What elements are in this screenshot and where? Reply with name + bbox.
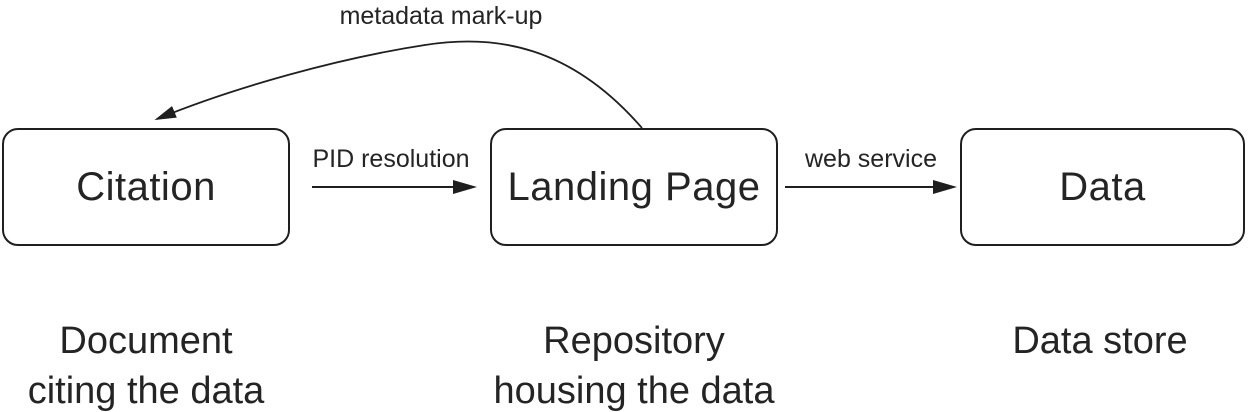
node-citation: Citation xyxy=(2,128,290,246)
edge-label-web-service: web service xyxy=(805,145,937,173)
caption-data-store: Data store xyxy=(1012,320,1188,362)
node-landing-page-label: Landing Page xyxy=(507,164,761,209)
edge-label-pid-resolution: PID resolution xyxy=(312,145,470,173)
metadata-markup-arrow xyxy=(154,40,643,129)
node-citation-label: Citation xyxy=(76,164,216,209)
node-data: Data xyxy=(960,128,1245,246)
node-data-label: Data xyxy=(1059,164,1146,209)
node-landing-page: Landing Page xyxy=(490,128,778,246)
edge-label-metadata-markup: metadata mark-up xyxy=(339,2,543,30)
caption-citation: Document citing the data xyxy=(27,320,265,412)
caption-landing-page: Repository housing the data xyxy=(493,320,775,412)
